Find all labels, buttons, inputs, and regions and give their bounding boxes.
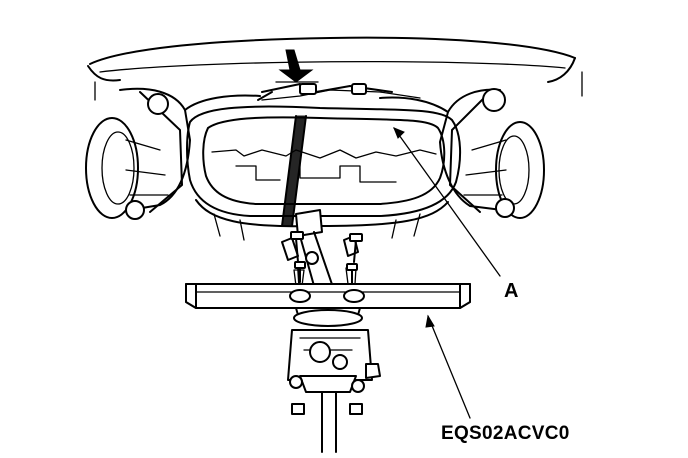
vehicle-body-outline [87,36,583,101]
right-wheel-hub [379,88,545,219]
transmission-jack-body [287,307,381,453]
left-wheel-hub [85,87,261,220]
leader-line-a [393,127,501,277]
front-arrow-icon [275,49,319,83]
leader-line-tool [425,314,471,419]
support-strap [281,115,307,227]
jack-crossbar [185,283,471,309]
callout-label-a: A [504,280,519,302]
mounting-bolts [290,231,363,285]
callout-tool-code: EQS02ACVC0 [441,423,570,444]
